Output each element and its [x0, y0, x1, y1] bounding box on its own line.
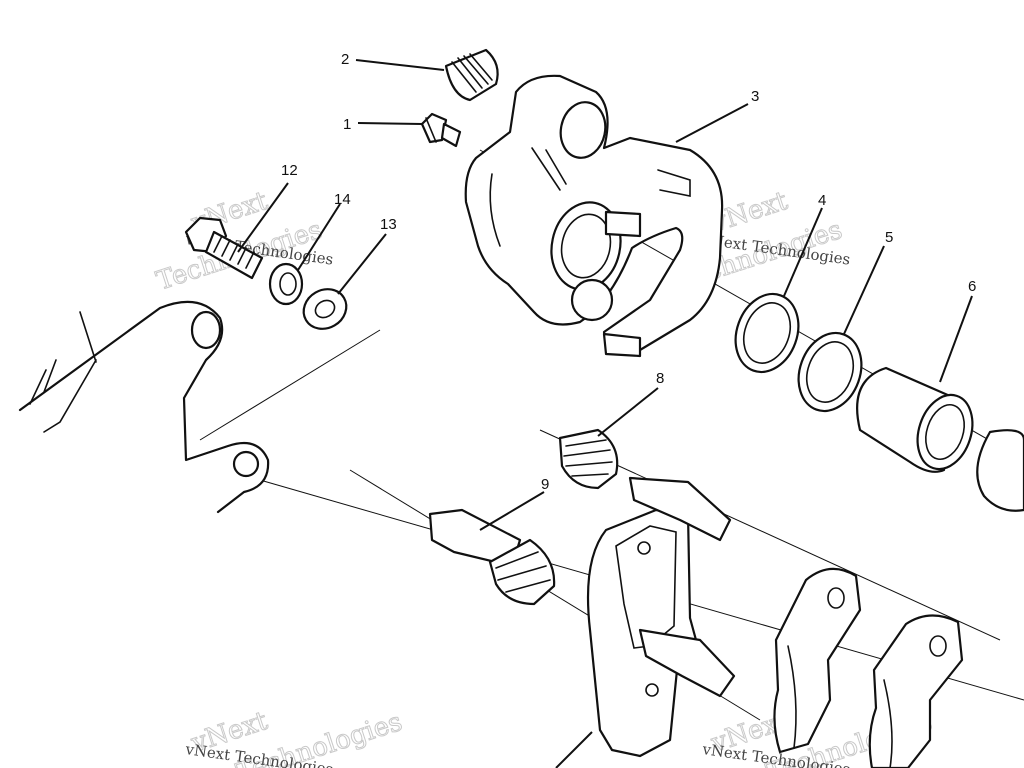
part-13-flat-washer — [302, 288, 348, 330]
callout-12: 12 — [281, 162, 298, 179]
part-1-bleeder-screw — [420, 112, 462, 148]
brake-pad-right — [868, 614, 964, 768]
part-9-guide-pin — [428, 508, 556, 606]
support-bracket — [555, 476, 736, 768]
watermark-bottom-left: vNext Technologies vNext Technologies — [183, 705, 406, 768]
part-6-piston — [856, 366, 974, 473]
part-5-dust-seal — [797, 331, 863, 413]
part-7-cap-partial — [976, 429, 1024, 512]
callout-4: 4 — [818, 192, 826, 209]
part-2-bleeder-cap — [444, 48, 499, 102]
leader-lines — [237, 59, 973, 531]
part-8-pin-boot — [558, 428, 619, 490]
watermark-top-left: vNext Technologies vNext Technologies — [152, 185, 334, 297]
callout-13: 13 — [380, 216, 397, 233]
mounting-bracket — [18, 300, 270, 514]
part-3-caliper-body — [464, 74, 724, 358]
callout-5: 5 — [885, 229, 893, 246]
callout-labels: 1 2 3 4 5 6 8 9 12 13 14 — [281, 51, 976, 493]
callout-2: 2 — [341, 51, 349, 68]
callout-14: 14 — [334, 191, 351, 208]
callout-1: 1 — [343, 116, 351, 133]
callout-3: 3 — [751, 88, 759, 105]
part-12-bolt — [184, 216, 264, 280]
callout-6: 6 — [968, 278, 976, 295]
brake-pad-left — [773, 567, 862, 754]
part-14-lock-washer — [268, 262, 304, 306]
callout-9: 9 — [541, 476, 549, 493]
callout-8: 8 — [656, 370, 664, 387]
part-4-seal — [734, 292, 800, 374]
